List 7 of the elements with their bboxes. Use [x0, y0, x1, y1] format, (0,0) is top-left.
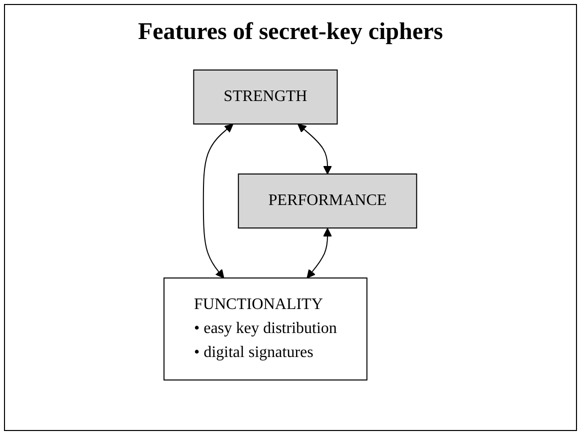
- arrow: [306, 228, 332, 278]
- arrow: [298, 124, 332, 174]
- node-box: FUNCTIONALITY • easy key distribution • digital signatures: [164, 278, 368, 380]
- node-box: PERFORMANCE: [238, 174, 418, 228]
- node-box: STRENGTH: [193, 70, 338, 124]
- arrow: [203, 124, 234, 278]
- title: Features of secret-key ciphers: [136, 19, 444, 46]
